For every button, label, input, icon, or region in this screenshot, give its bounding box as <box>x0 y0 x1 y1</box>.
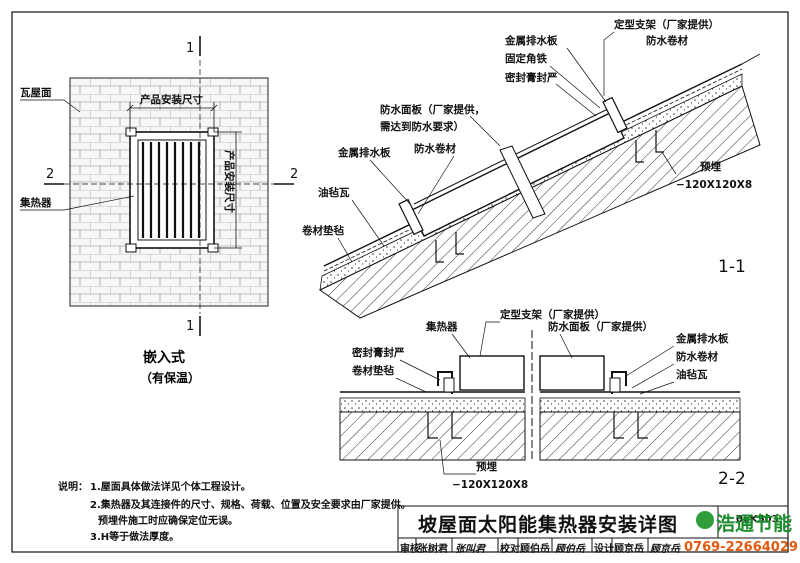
design-label: 设计 <box>594 544 614 555</box>
notes-prefix: 说明： <box>58 482 88 493</box>
s22-cover-plate-label: 防水面板（厂家提供） <box>548 320 653 333</box>
s22-collector-label: 集热器 <box>425 320 458 333</box>
dim-height-label: 产品安装尺寸 <box>223 150 236 213</box>
designer-signature: 顾京岳 <box>650 544 680 555</box>
s11-embedded-label: 预埋 <box>700 160 721 173</box>
s11-embedded-size-label: −120X120X8 <box>676 179 752 191</box>
s22-embedded-label: 预埋 <box>476 460 497 473</box>
watermark-brand: 浩通节能 <box>716 513 793 535</box>
s22-bracket-label: 定型支架（厂家提供） <box>499 308 605 321</box>
designer-name: 顾京岳 <box>614 544 644 555</box>
s11-sealant-label: 密封膏封严 <box>505 71 558 84</box>
section-2-2-title: 2-2 <box>718 469 746 489</box>
s22-waterproof-coil-label: 防水卷材 <box>676 350 718 363</box>
s22-underlay-label: 卷材垫毡 <box>351 364 394 377</box>
check-label: 校对 <box>500 544 520 555</box>
review-label: 审核 <box>400 544 420 555</box>
cut-label-bottom: 1 <box>186 319 194 334</box>
note-3: 3.H等于做法厚度。 <box>90 532 180 543</box>
cut-label-right: 2 <box>290 167 298 182</box>
tile-roof-area <box>69 77 269 307</box>
dim-height <box>214 131 242 249</box>
collector-label: 集热器 <box>19 196 52 209</box>
s11-fixing-angle-label: 固定角铁 <box>505 52 547 65</box>
cut-marks-plan <box>44 36 294 336</box>
checker-name: 顾伯岳 <box>520 544 550 555</box>
dim-width <box>126 102 218 132</box>
s22-embedded-size-label: −120X120X8 <box>452 479 528 491</box>
s11-bracket-label: 定型支架（厂家提供） <box>613 18 719 31</box>
reviewer-signature: 张叫君 <box>455 544 485 555</box>
s22-sealant-label: 密封膏封严 <box>352 346 405 359</box>
watermark-phone: 0769-22664029 <box>684 540 798 555</box>
s11-waterproof-coil-top-label: 防水卷材 <box>646 34 688 47</box>
s22-felt-tile-label: 油毡瓦 <box>676 368 708 381</box>
s11-felt-tile-label: 油毡瓦 <box>318 186 350 199</box>
drawing-title: 坡屋面太阳能集热器安装详图 <box>418 514 679 536</box>
plan-subcaption: （有保温） <box>140 370 200 385</box>
checker-signature: 顾伯岳 <box>555 544 585 555</box>
plan-caption: 嵌入式 <box>143 349 185 366</box>
note-2b: 预埋件施工时应确保定位无误。 <box>98 516 238 527</box>
roof-label: 瓦屋面 <box>20 87 52 99</box>
atlas-number: 06K503 <box>736 514 779 525</box>
s22-metal-drain-label: 金属排水板 <box>675 332 729 345</box>
section-1-1-title: 1-1 <box>718 257 746 277</box>
title-block-frame <box>397 505 789 553</box>
note-1: 1.屋面具体做法详见个体工程设计。 <box>90 482 251 493</box>
s11-waterproof-coil-label: 防水卷材 <box>414 142 456 155</box>
s11-metal-drain-top-label: 金属排水板 <box>504 34 558 47</box>
s11-underlay-label: 卷材垫毡 <box>301 224 344 237</box>
collector-tubes <box>141 142 201 238</box>
reviewer-name: 张树君 <box>418 544 448 555</box>
cut-label-left: 2 <box>46 167 54 182</box>
plan-view: 产品安装尺寸 产品安装尺寸 1 1 2 2 瓦屋面 集热器 嵌入式 <box>19 36 298 385</box>
watermark-logo-icon <box>696 511 714 529</box>
section-2-2: 定型支架（厂家提供） 集热器 防水面板（厂家提供） 金属排水板 密封膏封严 防水… <box>339 308 746 491</box>
s11-metal-drain-label: 金属排水板 <box>337 146 391 159</box>
section-1-1: 定型支架（厂家提供） 金属排水板 防水卷材 固定角铁 密封膏封严 防水面板（厂家… <box>301 18 761 319</box>
s11-cover-plate-label-2: 需达到防水要求） <box>380 120 464 133</box>
dim-width-label: 产品安装尺寸 <box>140 93 203 106</box>
note-2: 2.集热器及其连接件的尺寸、规格、荷载、位置及安全要求由厂家提供。 <box>90 500 411 511</box>
s11-cover-plate-label: 防水面板（厂家提供， <box>380 103 485 116</box>
cut-label-top: 1 <box>186 41 194 56</box>
